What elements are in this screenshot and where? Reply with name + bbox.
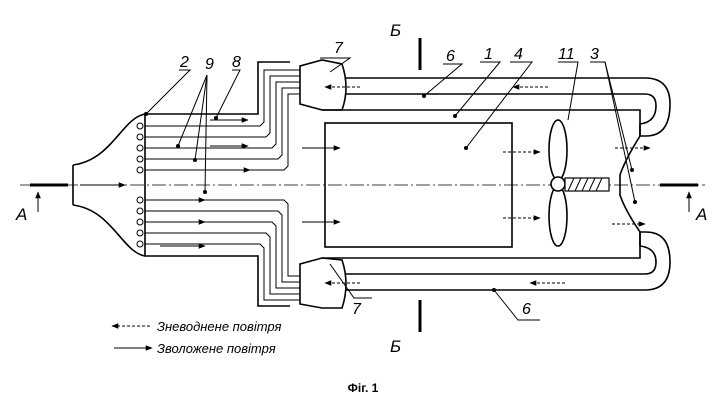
return-channel-top <box>345 77 671 137</box>
part-number-1: 1 <box>484 46 493 63</box>
part-number-6-top: 6 <box>446 48 455 65</box>
part-number-11: 11 <box>558 46 575 63</box>
humidified-air-arrows <box>80 117 341 249</box>
outer-casing <box>145 61 290 307</box>
section-b-top-label: Б <box>390 21 401 40</box>
part-number-2: 2 <box>179 54 189 71</box>
legend-humidified-label: Зволожене повітря <box>157 341 276 356</box>
section-a-right-marker <box>660 183 698 212</box>
leader-lines <box>144 57 637 321</box>
collector-top <box>299 59 347 111</box>
fan <box>548 119 610 247</box>
figure-caption: Фіг. 1 <box>348 381 379 395</box>
section-a-left-label: А <box>15 205 27 224</box>
part-number-7-top: 7 <box>334 40 344 57</box>
part-number-7-bottom: 7 <box>352 301 362 318</box>
return-channel-bottom <box>345 231 671 291</box>
section-b-bottom-label: Б <box>390 337 401 356</box>
inner-chamber <box>322 109 641 259</box>
section-a-left-marker <box>30 183 68 212</box>
right-wall <box>619 135 641 233</box>
part-number-4: 4 <box>514 46 523 63</box>
inlet-housing <box>72 113 146 257</box>
block-4 <box>324 122 513 248</box>
part-number-3: 3 <box>590 46 599 63</box>
legend-dehumidified-label: Зневоднене повітря <box>157 319 281 334</box>
section-a-right-label: А <box>695 205 707 224</box>
part-number-8: 8 <box>232 54 241 71</box>
part-number-6-bottom: 6 <box>522 301 531 318</box>
dehumidified-air-arrows <box>324 84 651 286</box>
part-number-9: 9 <box>205 56 214 73</box>
